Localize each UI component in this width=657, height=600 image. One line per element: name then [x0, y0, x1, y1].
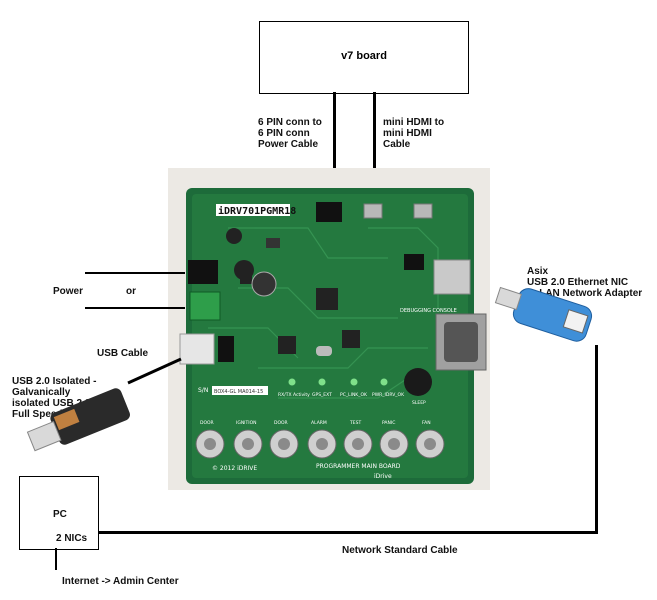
led-label-gps: GPS_EXT	[312, 392, 332, 398]
serial-value-text: BOX4-GL MA014-15	[214, 389, 263, 395]
network-cable-horizontal	[97, 531, 598, 534]
brand-text: iDrive	[374, 473, 392, 480]
board-id-text: iDRV701PGMR18	[218, 205, 296, 217]
pc-nics-label: 2 NICs	[56, 533, 88, 544]
usb-cable-label: USB Cable	[97, 348, 149, 359]
v7-board-label: v7 board	[341, 50, 387, 62]
switch-label-door1: DOOR	[200, 420, 214, 426]
power-cable-label: 6 PIN conn to 6 PIN conn Power Cable	[258, 117, 322, 150]
switch-label-test: TEST	[349, 420, 361, 426]
power-cable-line	[333, 92, 336, 196]
programmer-board-photo: iDRV701PGMR18 DEBUGGING CONSOLE S/N	[168, 168, 490, 490]
power-line-top	[85, 272, 185, 274]
switch-label-ignition: IGNITION	[236, 420, 257, 426]
toggle-switches	[195, 429, 445, 459]
usb-ethernet-adapter	[494, 286, 593, 342]
led-label-rxtx: RX/TX Activity	[278, 392, 310, 398]
hdmi-cable-label: mini HDMI to mini HDMI Cable	[383, 117, 445, 150]
power-label: Power	[53, 286, 84, 297]
usb-cable-line	[127, 357, 182, 385]
network-cable-label: Network Standard Cable	[342, 545, 458, 556]
v7-board-box: v7 board	[259, 21, 469, 94]
debug-console-text: DEBUGGING CONSOLE	[400, 308, 457, 314]
pc-box: PC 2 NICs	[19, 476, 99, 550]
hdmi-cable-line	[373, 92, 376, 196]
internet-line	[55, 548, 57, 570]
led-label-pclink: PC_LINK_OK	[340, 392, 368, 398]
network-cable-vertical	[595, 345, 598, 534]
status-leds	[288, 378, 388, 386]
switch-label-panic: PANIC	[382, 420, 395, 426]
copyright-text: © 2012 iDRIVE	[212, 465, 257, 472]
power-line-bottom	[85, 307, 185, 309]
or-label: or	[126, 286, 136, 297]
internet-label: Internet -> Admin Center	[62, 576, 179, 587]
usb-isolator-device	[26, 388, 130, 452]
main-board-text: PROGRAMMER MAIN BOARD	[316, 463, 401, 470]
led-label-sleep: SLEEP	[412, 400, 426, 406]
switch-label-door2: DOOR	[274, 420, 288, 426]
switch-label-alarm: ALARM	[311, 420, 327, 426]
led-label-pwr: PWR_IDRV_OK	[372, 392, 405, 398]
switch-label-fan: FAN	[422, 420, 431, 426]
pc-label: PC	[53, 509, 67, 520]
serial-label-text: S/N	[198, 387, 208, 394]
